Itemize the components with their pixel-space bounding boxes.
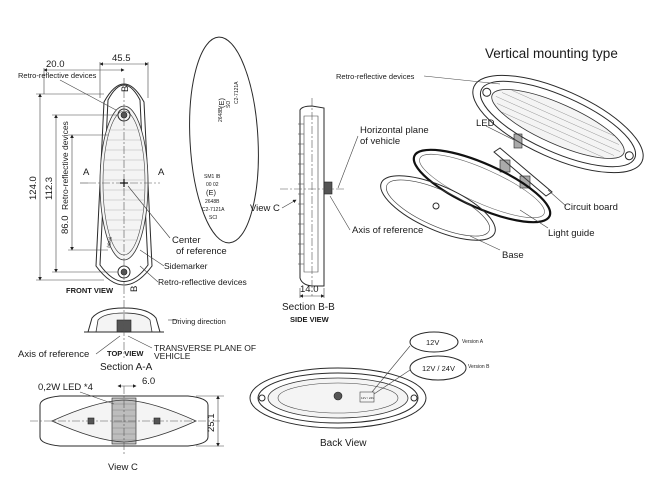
exploded-view: LED Circuit board Light guide Base Retro… (336, 72, 644, 261)
front-view: Ideal A A B B 45.5 20.0 Retro-reflective… (18, 53, 247, 300)
version-b-label: Version B (468, 364, 490, 370)
view-c: 6.0 25.1 0,2W LED *4 View C (30, 376, 224, 473)
light-guide-label: Light guide (548, 228, 594, 239)
svg-text:Ideal: Ideal (106, 237, 114, 249)
section-marker-a-left: A (83, 167, 90, 178)
section-a-label: Section A-A (100, 362, 153, 373)
horizontal-plane-1: Horizontal plane (360, 125, 429, 136)
view-c-dim-width: 6.0 (142, 376, 155, 387)
svg-text:2648B: 2648B (218, 107, 224, 122)
horizontal-plane-2: of vehicle (360, 136, 400, 147)
section-marker-a-right: A (158, 167, 165, 178)
back-view: 12V / 24V Back View 12V Version A 12V / … (249, 331, 490, 449)
view-c-led-label: 0,2W LED *4 (38, 382, 93, 393)
version-a-box: 12V (426, 338, 439, 347)
sidemarker-label: Sidemarker (164, 261, 208, 271)
center-label-2: of reference (176, 246, 227, 257)
drawing-title: Vertical mounting type (485, 46, 618, 61)
view-c-label: View C (108, 462, 138, 473)
top-view-label: TOP VIEW (107, 349, 144, 358)
back-stamp-text: 12V / 24V (361, 396, 374, 400)
reflex-top-label: Retro-reflective devices (18, 71, 97, 80)
side-section-label: Section B-B (282, 302, 335, 313)
circuit-board-label: Circuit board (564, 202, 618, 213)
lens-marking-e-mark: (E) (217, 98, 226, 109)
reflex-bottom-label: Retro-reflective devices (158, 277, 247, 287)
dim-height-reflex: 86.0 (60, 216, 71, 235)
svg-text:SM1 IB: SM1 IB (204, 174, 221, 180)
section-marker-b-top: B (120, 86, 131, 92)
back-view-label: Back View (320, 438, 367, 449)
driving-direction: Driving direction (172, 317, 226, 326)
dim-width-partial: 20.0 (46, 59, 65, 70)
base-label: Base (502, 250, 524, 261)
svg-text:C2-7121A: C2-7121A (202, 207, 225, 213)
view-c-pointer: View C (250, 203, 280, 214)
exploded-led-label: LED (476, 118, 495, 129)
dim-width-total: 45.5 (112, 53, 131, 64)
svg-text:SO: SO (226, 101, 232, 108)
view-c-dim-height: 25.1 (206, 414, 217, 433)
svg-text:SCI: SCI (209, 215, 217, 221)
center-label-1: Center (172, 235, 201, 246)
dim-height-partial: 112.3 (44, 177, 55, 200)
svg-text:00 02: 00 02 (206, 182, 219, 188)
side-dim-depth: 14.0 (300, 284, 319, 295)
dim-height-total: 124.0 (28, 176, 39, 200)
svg-text:(E): (E) (206, 188, 217, 197)
version-a-label: Version A (462, 339, 484, 345)
side-view-label: SIDE VIEW (290, 315, 330, 324)
reflex-vertical-label: Retro-reflective devices (60, 121, 70, 210)
side-view: 14.0 Section B-B SIDE VIEW Horizontal pl… (250, 98, 429, 324)
axis-of-reference-top: Axis of reference (18, 349, 89, 360)
version-b-box: 12V / 24V (422, 364, 455, 373)
exploded-reflex-label: Retro-reflective devices (336, 72, 415, 81)
lens-marking-detail: 2648B SO C2-7121A (E) SM1 IB 00 02 2648B… (189, 36, 259, 244)
svg-text:2648B: 2648B (205, 199, 220, 205)
top-view: Driving direction TOP VIEW Axis of refer… (18, 300, 256, 373)
axis-of-reference-side: Axis of reference (352, 225, 423, 236)
transverse-label-2: VEHICLE (154, 351, 191, 361)
section-marker-b-bottom: B (129, 286, 140, 292)
front-view-label: FRONT VIEW (66, 286, 114, 295)
svg-text:C2-7121A: C2-7121A (234, 81, 240, 104)
transverse-label-1: TRANSVERSE PLANE OF (154, 343, 256, 353)
